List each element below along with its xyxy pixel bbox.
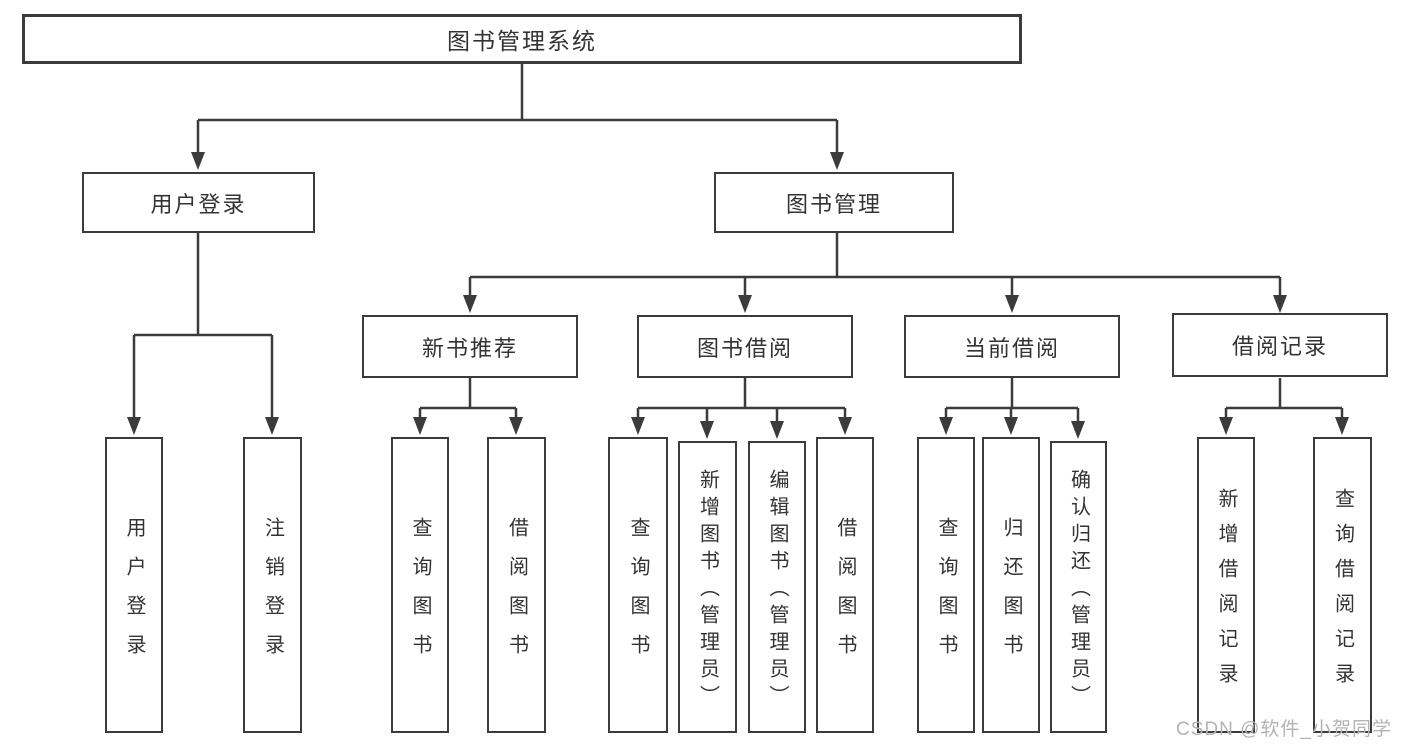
node-book-borrowing: 图书借阅 [637, 315, 853, 378]
leaf-add-book-admin: 新增图书（管理员） [678, 441, 737, 733]
node-book-borrowing-label: 图书借阅 [696, 335, 793, 361]
connector-lines [132, 64, 1344, 427]
leaf-borrow-book-borrowing: 借阅图书 [816, 437, 874, 733]
node-borrowing-records-label: 借阅记录 [1231, 334, 1328, 359]
node-current-borrowing-label: 当前借阅 [963, 335, 1060, 361]
leaf-add-borrow-record: 新增借阅记录 [1197, 437, 1255, 733]
leaf-user-login-label: 用户登录 [123, 516, 145, 673]
leaf-logout: 注销登录 [243, 437, 302, 733]
leaf-confirm-return-admin-label: 确认归还（管理员） [1067, 469, 1090, 712]
node-root: 图书管理系统 [22, 14, 1022, 64]
node-book-management-label: 图书管理 [785, 191, 882, 217]
node-root-label: 图书管理系统 [447, 28, 597, 54]
leaf-query-book-recommend: 查询图书 [391, 437, 449, 733]
leaf-edit-book-admin-label: 编辑图书（管理员） [766, 469, 788, 712]
leaf-query-book-borrowing: 查询图书 [608, 437, 668, 733]
leaf-edit-book-admin: 编辑图书（管理员） [748, 441, 806, 733]
leaf-return-book-label: 归还图书 [1000, 516, 1022, 673]
leaf-borrow-book-recommend-label: 借阅图书 [505, 516, 528, 673]
node-user-login: 用户登录 [82, 172, 315, 233]
leaf-query-borrow-record: 查询借阅记录 [1313, 437, 1372, 733]
node-user-login-label: 用户登录 [150, 191, 247, 217]
node-new-book-recommend: 新书推荐 [362, 315, 578, 378]
leaf-logout-label: 注销登录 [261, 516, 284, 673]
leaf-return-book: 归还图书 [982, 437, 1040, 733]
node-book-management: 图书管理 [714, 172, 954, 233]
node-new-book-recommend-label: 新书推荐 [421, 335, 518, 361]
csdn-watermark: CSDN @软件_小贺同学 [1176, 719, 1392, 740]
leaf-add-borrow-record-label: 新增借阅记录 [1215, 487, 1237, 698]
leaf-add-book-admin-label: 新增图书（管理员） [696, 469, 719, 712]
leaf-query-book-current-label: 查询图书 [935, 516, 957, 673]
leaf-borrow-book-recommend: 借阅图书 [487, 437, 546, 733]
node-current-borrowing: 当前借阅 [904, 315, 1120, 378]
leaf-user-login: 用户登录 [105, 437, 163, 733]
leaf-query-book-recommend-label: 查询图书 [409, 516, 431, 673]
leaf-query-book-borrowing-label: 查询图书 [627, 516, 649, 673]
leaf-query-book-current: 查询图书 [917, 437, 975, 733]
leaf-query-borrow-record-label: 查询借阅记录 [1331, 487, 1354, 698]
node-borrowing-records: 借阅记录 [1172, 313, 1388, 377]
leaf-borrow-book-borrowing-label: 借阅图书 [834, 516, 856, 673]
leaf-confirm-return-admin: 确认归还（管理员） [1050, 441, 1107, 733]
